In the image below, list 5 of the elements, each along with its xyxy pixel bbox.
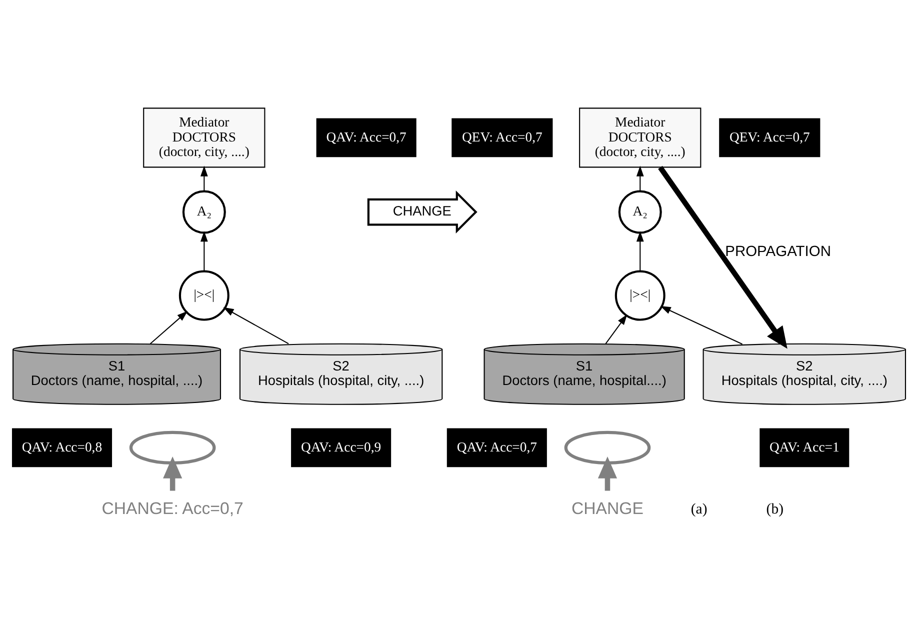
node-text: CHANGE: Acc=0,7 xyxy=(102,498,244,518)
node-text: CHANGE xyxy=(571,498,644,518)
label: (a) xyxy=(690,501,708,518)
edge-label: PROPAGATION xyxy=(725,244,832,260)
label: (b) xyxy=(766,501,784,518)
